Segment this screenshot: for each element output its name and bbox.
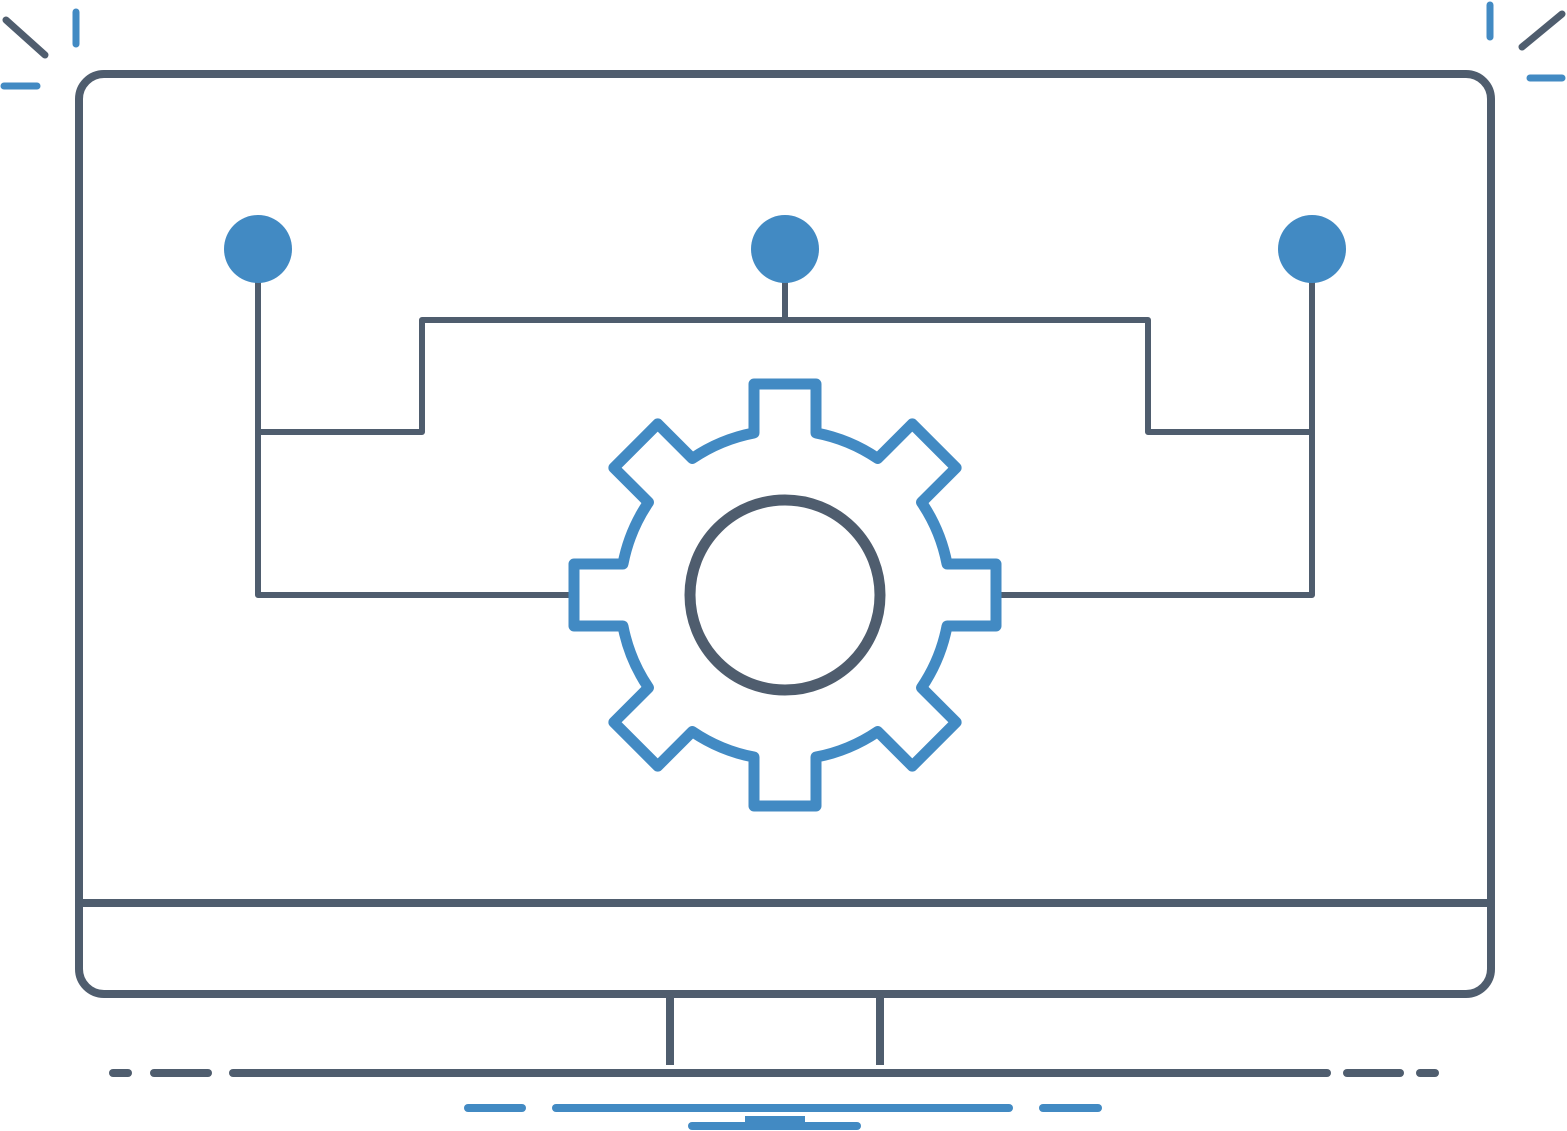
circuit-node-left — [224, 215, 292, 283]
circuit-node-right — [1278, 215, 1346, 283]
sparkle-top-right — [1486, 1, 1566, 82]
monitor-stand — [666, 996, 884, 1065]
circuit-lines — [255, 246, 1315, 598]
gear-icon — [568, 378, 1002, 812]
monitor-frame — [75, 70, 1495, 998]
gear-hub-circle — [684, 494, 886, 696]
ground-lines — [109, 1069, 1439, 1130]
circuit-node-center — [751, 215, 819, 283]
sparkle-top-left — [0, 8, 80, 90]
